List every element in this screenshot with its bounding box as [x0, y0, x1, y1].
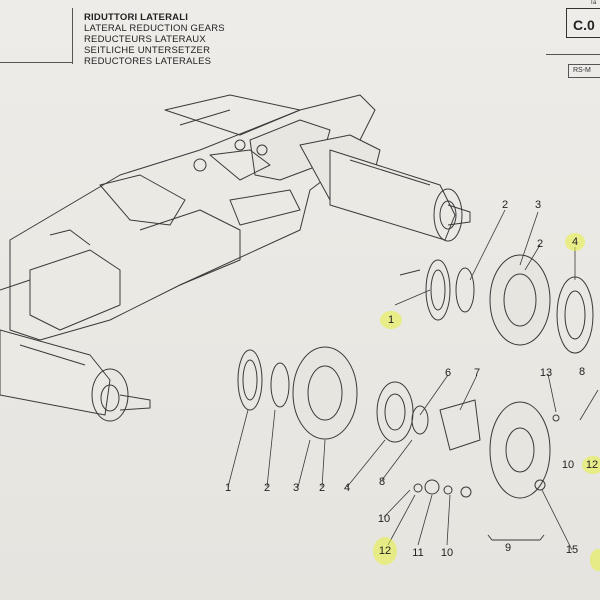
- callout-13: 13: [539, 367, 553, 379]
- tab-label: Ta: [590, 0, 597, 6]
- callout-6: 6: [444, 367, 452, 379]
- callout-12-bottom: 12: [378, 545, 392, 557]
- callout-3-top: 3: [534, 199, 542, 211]
- callout-1-top: 1: [387, 314, 395, 326]
- callout-8-bottom: 8: [378, 476, 386, 488]
- title-line-fr: REDUCTEURS LATERAUX: [84, 34, 206, 45]
- callout-10-right: 10: [561, 459, 575, 471]
- highlight-mark: [565, 233, 585, 251]
- title-block: RIDUTTORI LATERALI LATERAL REDUCTION GEA…: [84, 12, 225, 67]
- callout-9: 9: [504, 542, 512, 554]
- callout-15: 15: [565, 544, 579, 556]
- callout-11: 11: [412, 547, 424, 559]
- title-line-it: RIDUTTORI LATERALI: [84, 12, 189, 23]
- callout-10-bottom: 10: [440, 547, 454, 559]
- callout-3-bottom: 3: [292, 482, 300, 494]
- lower-exploded-parts: [237, 346, 560, 541]
- callout-2-bottom: 2: [263, 482, 271, 494]
- callout-8-top: 8: [578, 366, 586, 378]
- callout-4-top: 4: [571, 236, 579, 248]
- rs-label: RS-M: [568, 64, 600, 78]
- callout-1-bottom: 1: [224, 482, 232, 494]
- left-axle-drawing: [0, 329, 151, 422]
- callout-2-top: 2: [501, 199, 509, 211]
- callout-4-bottom: 4: [343, 482, 351, 494]
- callout-10-left: 10: [377, 513, 391, 525]
- upper-exploded-parts: [399, 254, 594, 354]
- callout-2-top-b: 2: [536, 238, 544, 250]
- highlight-mark: [582, 456, 600, 474]
- header-divider-left: [0, 62, 72, 63]
- right-axle-drawing: [329, 149, 471, 242]
- header-divider-vertical: [72, 8, 73, 64]
- header-divider-right: [546, 54, 600, 55]
- callout-12-right: 12: [585, 459, 599, 471]
- highlight-mark: [373, 537, 397, 565]
- callout-2-bottom-b: 2: [318, 482, 326, 494]
- leader-lines: [227, 209, 599, 551]
- tractor-frame-drawing: [0, 94, 381, 341]
- highlight-mark: [590, 549, 600, 571]
- callout-7: 7: [473, 367, 481, 379]
- title-line-en: LATERAL REDUCTION GEARS: [84, 23, 225, 34]
- page-code-box: C.0: [566, 8, 600, 38]
- highlight-mark: [380, 311, 402, 329]
- title-line-es: REDUCTORES LATERALES: [84, 56, 212, 67]
- title-line-de: SEITLICHE UNTERSETZER: [84, 45, 211, 56]
